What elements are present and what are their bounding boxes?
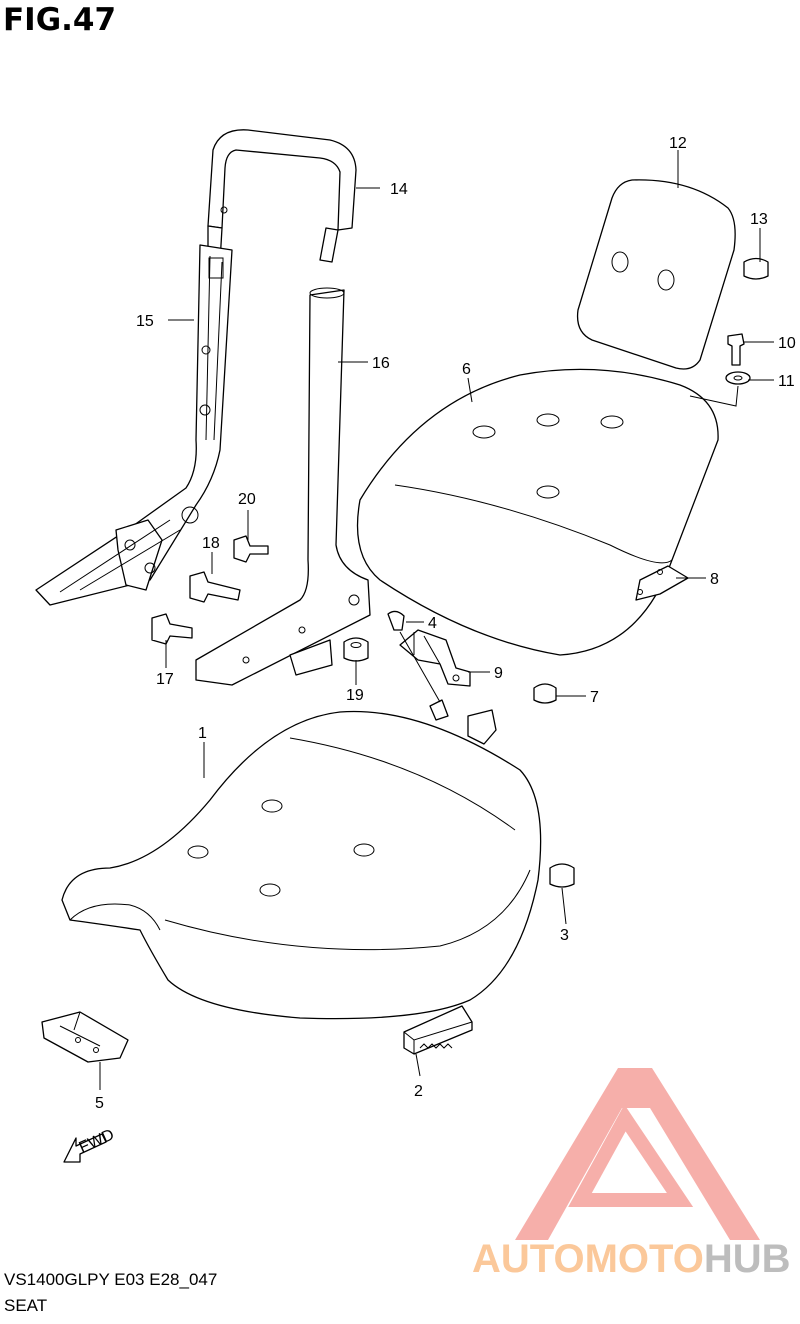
part-17-bolt — [151, 613, 193, 645]
part-1-front-seat — [61, 699, 542, 1020]
part-4-bolt — [387, 610, 405, 631]
part-2-rubber-block — [403, 1005, 473, 1055]
part-13-nut — [743, 257, 769, 280]
callout-labels: 14 15 16 12 13 10 11 6 8 4 9 7 20 18 17 … — [95, 135, 796, 1112]
part-15-left-backrest-stay — [35, 244, 233, 606]
section-name: SEAT — [4, 1296, 48, 1315]
part-6-rear-seat — [356, 368, 719, 656]
fwd-label: FWD — [77, 1126, 117, 1156]
callout-10: 10 — [778, 335, 796, 352]
part-10-bolt — [727, 333, 745, 366]
part-7-nut — [533, 683, 557, 704]
callout-6: 6 — [462, 361, 471, 378]
callout-8: 8 — [710, 571, 719, 588]
callout-14: 14 — [390, 181, 408, 198]
figure-title: FIG.47 — [3, 2, 117, 38]
watermark-text-part-b: HUB — [703, 1237, 791, 1281]
callout-20: 20 — [238, 491, 256, 508]
callout-19: 19 — [346, 687, 364, 704]
part-14-backrest-handle — [207, 129, 357, 263]
callout-12: 12 — [669, 135, 687, 152]
model-code: VS1400GLPY E03 E28_047 — [4, 1270, 218, 1289]
watermark-text: AUTOMOTOHUB — [472, 1237, 791, 1282]
callout-7: 7 — [590, 689, 599, 706]
part-18-bolt — [189, 571, 241, 603]
callout-16: 16 — [372, 355, 390, 372]
callout-3: 3 — [560, 927, 569, 944]
callout-1: 1 — [198, 725, 207, 742]
callout-18: 18 — [202, 535, 220, 552]
part-8-bracket — [635, 565, 689, 601]
callout-4: 4 — [428, 615, 437, 632]
part-12-backrest-pad — [576, 179, 736, 370]
leader-lines — [99, 150, 774, 1090]
callout-2: 2 — [414, 1083, 423, 1100]
fwd-arrow-icon: FWD — [63, 1126, 117, 1163]
callout-5: 5 — [95, 1095, 104, 1112]
callout-15: 15 — [136, 313, 154, 330]
part-16-right-backrest-stay — [195, 287, 371, 686]
part-9-seat-bracket — [399, 629, 471, 687]
part-11-washer — [725, 371, 751, 385]
watermark-logo-icon — [515, 1068, 760, 1240]
part-3-nut — [549, 863, 575, 888]
part-5-plate — [41, 1011, 129, 1063]
callout-13: 13 — [750, 211, 768, 228]
watermark-text-part-a: AUTOMOTO — [472, 1237, 704, 1281]
callout-9: 9 — [494, 665, 503, 682]
callout-17: 17 — [156, 671, 174, 688]
part-19-nut — [343, 637, 369, 662]
callout-11: 11 — [778, 373, 795, 390]
part-20-bolt — [233, 535, 269, 563]
